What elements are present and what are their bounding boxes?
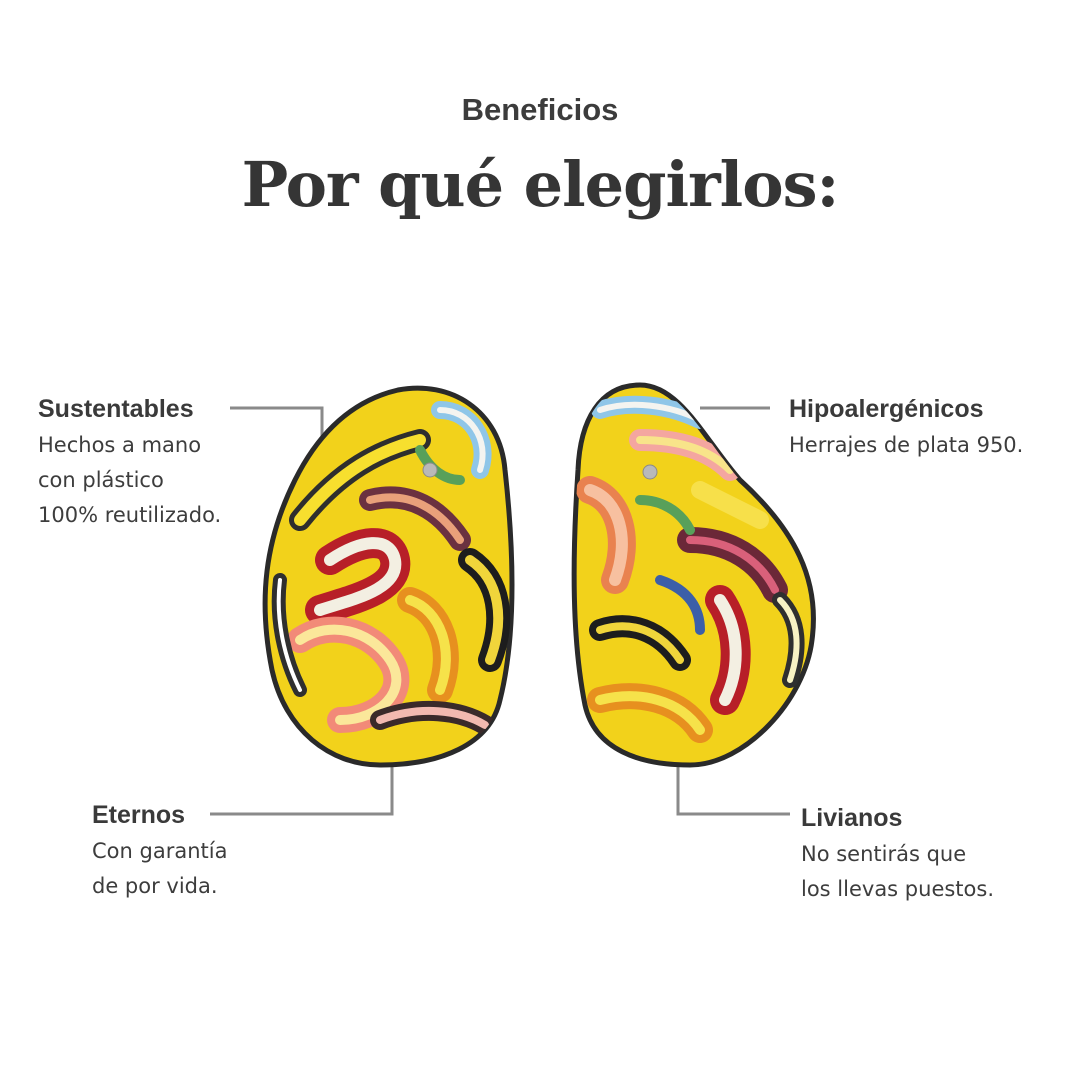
feature-line: Herrajes de plata 950. (789, 433, 1024, 457)
connector-livianos (676, 748, 790, 816)
left-earring (262, 385, 515, 768)
feature-description: Herrajes de plata 950. (789, 428, 1023, 463)
feature-title: Livianos (801, 804, 903, 832)
feature-hipoalergenicos: Hipoalergénicos Herrajes de plata 950. (789, 394, 1023, 463)
feature-title: Sustentables (38, 395, 194, 423)
feature-line: Hechos a mano (38, 433, 202, 457)
feature-livianos: Livianos No sentirás que los llevas pues… (801, 803, 994, 907)
feature-line: No sentirás que (801, 842, 967, 866)
right-earring (571, 382, 816, 768)
feature-description: Con garantía de por vida. (92, 834, 227, 904)
feature-description: Hechos a mano con plástico 100% reutiliz… (38, 428, 221, 533)
connector-eternos (210, 745, 394, 816)
feature-title: Hipoalergénicos (789, 395, 984, 423)
feature-line: Con garantía (92, 839, 228, 863)
feature-line: con plástico (38, 468, 164, 492)
page-title: Por qué elegirlos: (241, 148, 840, 221)
feature-description: No sentirás que los llevas puestos. (801, 837, 994, 907)
feature-line: de por vida. (92, 874, 218, 898)
feature-sustentables: Sustentables Hechos a mano con plástico … (38, 394, 221, 533)
feature-line: los llevas puestos. (801, 877, 994, 901)
feature-eternos: Eternos Con garantía de por vida. (92, 800, 227, 904)
feature-title: Eternos (92, 801, 186, 829)
feature-line: 100% reutilizado. (38, 503, 222, 527)
section-eyebrow: Beneficios (461, 92, 619, 127)
